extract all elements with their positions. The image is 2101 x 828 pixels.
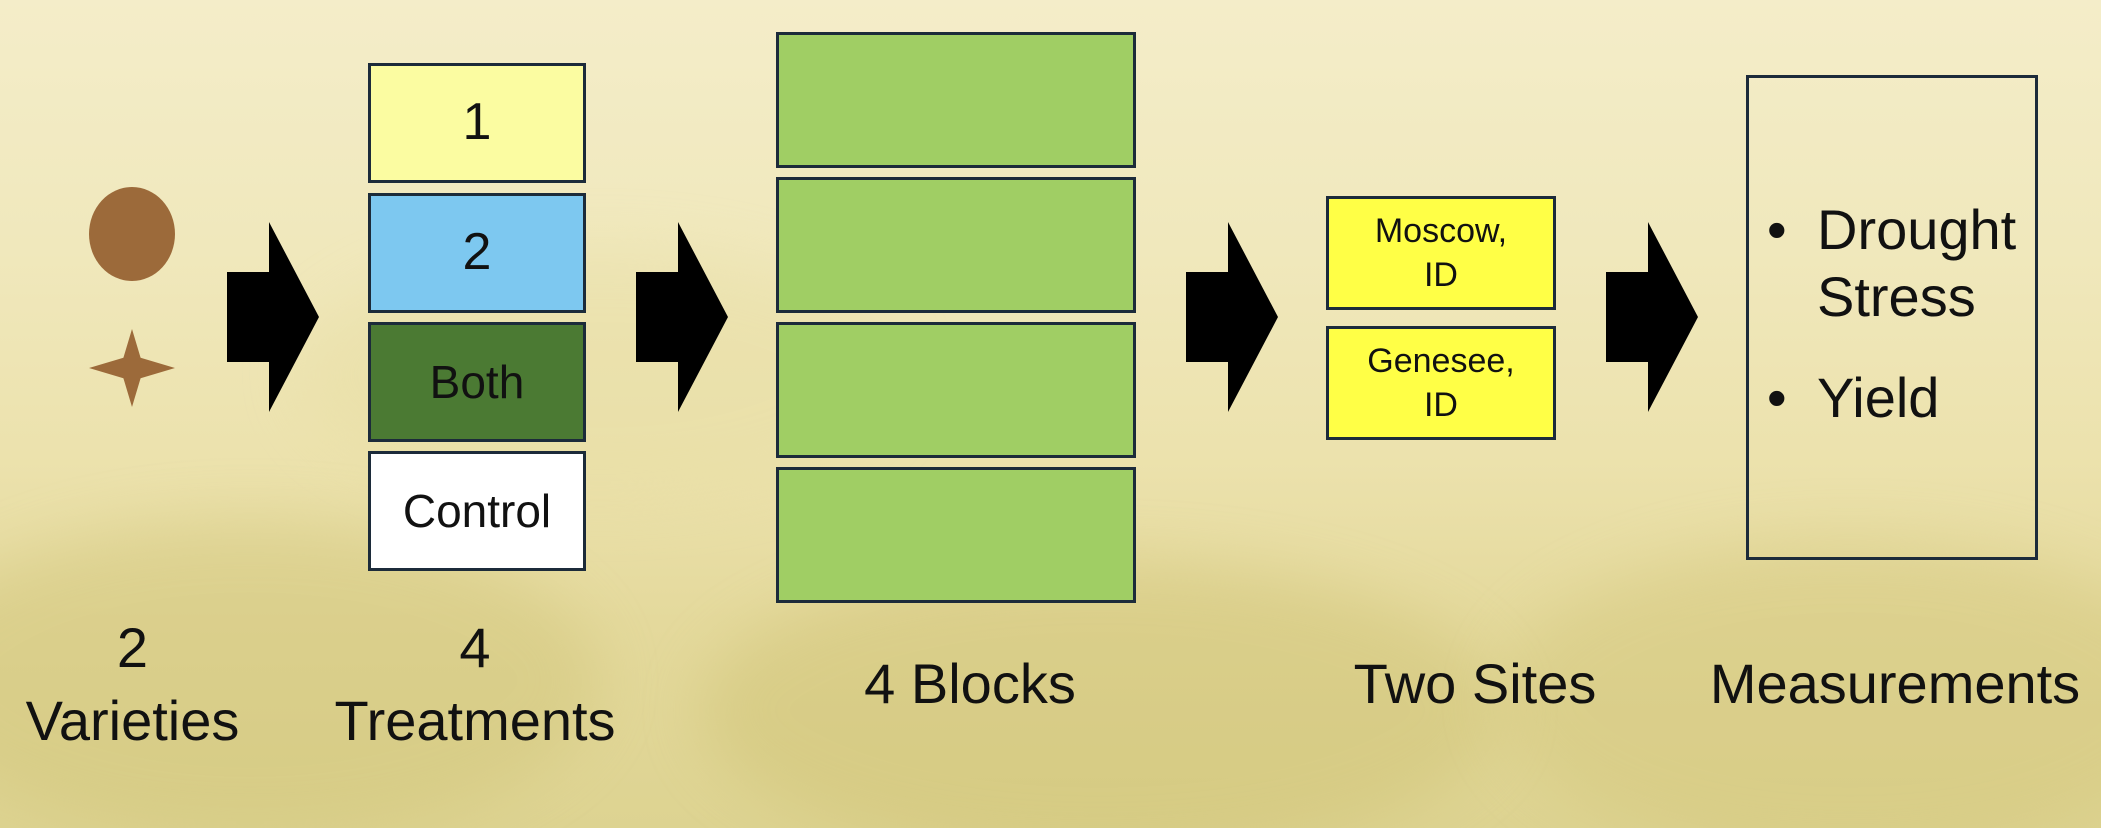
measurement-yield-line1: Yield (1817, 366, 1940, 430)
varieties-label: 2 Varieties (0, 612, 265, 758)
measurement-item: Yield (1749, 364, 2031, 431)
site-moscow-box: Moscow, ID (1326, 196, 1556, 310)
background-blur (1500, 540, 2101, 828)
block-box (776, 177, 1136, 313)
site-genesee-box: Genesee, ID (1326, 326, 1556, 440)
treatment-1-box: 1 (368, 63, 586, 183)
site-moscow-line2: ID (1423, 256, 1458, 294)
measurement-item: Drought Stress (1749, 196, 2031, 330)
treatment-both-label: Both (429, 356, 525, 408)
sites-label: Two Sites (1310, 648, 1640, 721)
measurements-list: Drought Stress Yield (1749, 196, 2031, 432)
treatment-both-box: Both (368, 322, 586, 442)
varieties-icons (89, 187, 175, 407)
treatments-text: Treatments (334, 688, 616, 752)
varieties-count: 2 (116, 616, 149, 679)
block-box (776, 467, 1136, 603)
background-blur (0, 520, 600, 828)
site-genesee-line2: ID (1423, 386, 1458, 424)
treatment-1-label: 1 (462, 93, 492, 152)
measurements-box: Drought Stress Yield (1746, 75, 2038, 560)
star-icon (89, 329, 175, 407)
arrow-right-icon (1606, 222, 1698, 412)
site-genesee-line1: Genesee, (1367, 341, 1515, 380)
block-box (776, 322, 1136, 458)
site-moscow-line1: Moscow, (1374, 211, 1508, 250)
arrow-right-icon (636, 222, 728, 412)
treatment-control-box: Control (368, 451, 586, 571)
varieties-text: Varieties (25, 688, 240, 752)
measurements-text: Measurements (1709, 652, 2081, 715)
measurement-drought-line2: Stress (1817, 265, 1976, 329)
blocks-label: 4 Blocks (800, 648, 1140, 721)
treatments-label: 4 Treatments (315, 612, 635, 758)
arrow-right-icon (227, 222, 319, 412)
treatment-2-box: 2 (368, 193, 586, 313)
treatments-count: 4 (459, 616, 491, 679)
measurements-label: Measurements (1690, 648, 2100, 721)
treatment-2-label: 2 (462, 223, 492, 282)
arrow-right-icon (1186, 222, 1278, 412)
background-blur (700, 560, 1500, 828)
blocks-text: 4 Blocks (864, 652, 1076, 715)
measurement-drought-line1: Drought (1817, 198, 2017, 261)
treatment-control-label: Control (402, 485, 552, 537)
block-box (776, 32, 1136, 168)
circle-icon (89, 187, 175, 281)
sites-text: Two Sites (1353, 652, 1597, 715)
